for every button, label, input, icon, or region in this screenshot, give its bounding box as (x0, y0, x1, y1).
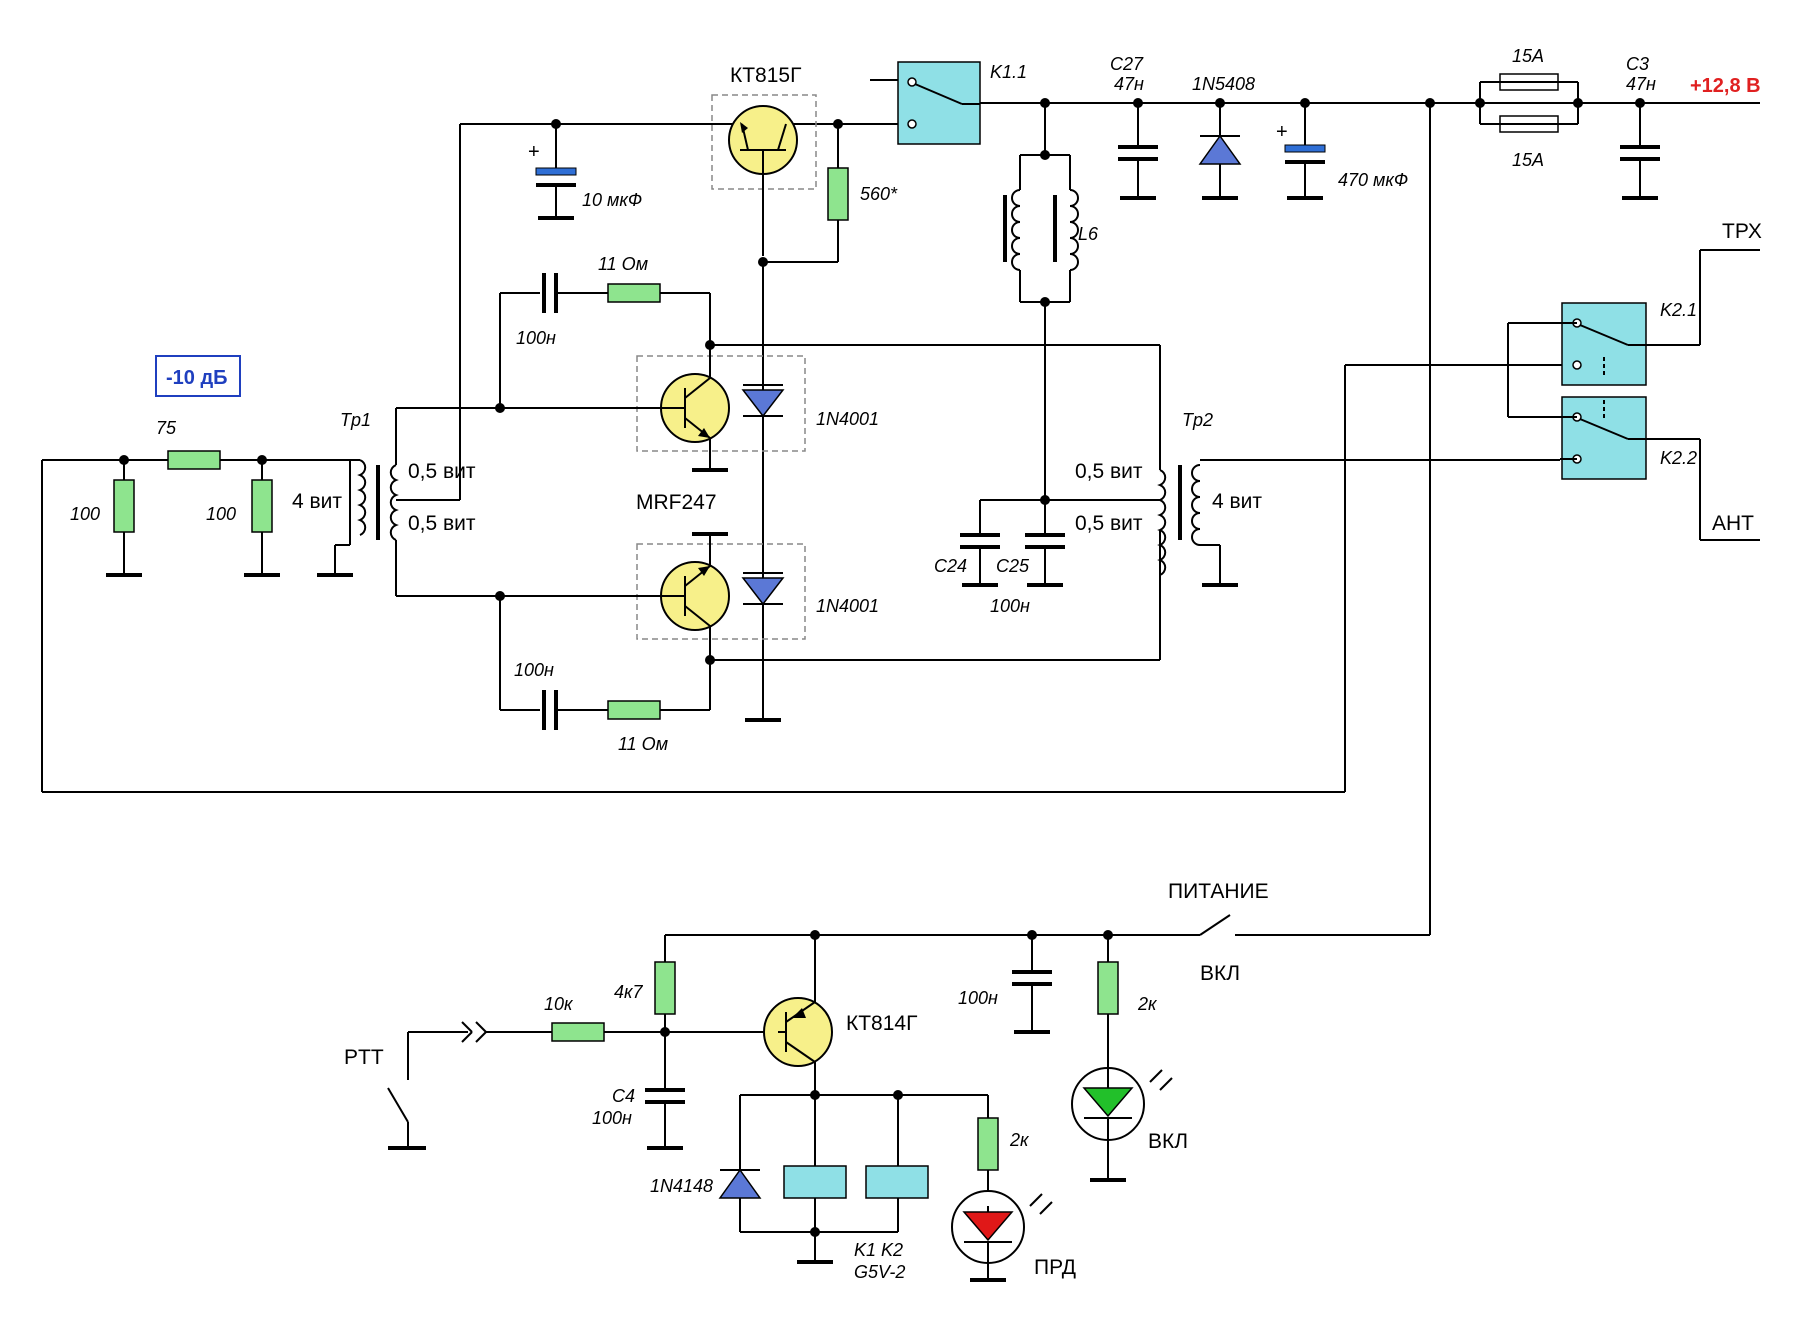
tp1-sec1-label: 0,5 вит (408, 460, 476, 483)
kt815-label: КТ815Г (730, 64, 801, 87)
tp2-label: Tp2 (1182, 410, 1213, 430)
fuse-2-label: 15А (1512, 150, 1544, 170)
ptt-label: PTT (344, 1046, 384, 1069)
tp1-prim-label: 4 вит (292, 490, 342, 513)
capacitor-c3: C3 47н +12,8 В (1620, 54, 1761, 200)
power-label: ПИТАНИЕ (1168, 880, 1269, 903)
power-switch: ПИТАНИЕ ВКЛ (665, 880, 1430, 985)
c100-power-label: 100н (958, 988, 998, 1008)
kt814-label: КТ814Г (846, 1012, 917, 1035)
capacitor-470uf: + 470 мкФ (1276, 98, 1408, 200)
transformer-tp2: 0,5 вит 0,5 вит 4 вит Tp2 (1075, 410, 1560, 587)
c24-c25-value: 100н (990, 596, 1030, 616)
ptt-input: PTT 10к (344, 994, 778, 1150)
tp2-prim2-label: 0,5 вит (1075, 512, 1143, 535)
relay-k1-1: K1.1 (897, 61, 1027, 145)
relay-k2: K2.1 K2.2 ТРХ АНТ (1507, 220, 1762, 541)
transistor-mrf247-upper: 1N4001 (495, 340, 879, 472)
capacitor-c27: C27 47н (1110, 54, 1158, 200)
r11-lower-label: 11 Ом (618, 734, 668, 754)
r75-label: 75 (156, 418, 177, 438)
attenuator-label: -10 дБ (166, 367, 228, 389)
relay-coils: 1N4148 K1 K2 G5V-2 (650, 1090, 988, 1282)
attenuator: -10 дБ 75 100 100 (42, 355, 350, 577)
tp2-sec-label: 4 вит (1212, 490, 1262, 513)
relay-model-label: G5V-2 (854, 1262, 905, 1282)
k21-label: K2.1 (1660, 300, 1697, 320)
fuse-1-label: 15А (1512, 46, 1544, 66)
power-on-label: ВКЛ (1200, 962, 1240, 985)
r2k-tx-label: 2к (1009, 1130, 1030, 1150)
capacitor-470uf-label: 470 мкФ (1338, 170, 1408, 190)
l6-label: L6 (1078, 224, 1099, 244)
svg-text:+: + (528, 141, 540, 163)
tp2-prim1-label: 0,5 вит (1075, 460, 1143, 483)
r10k-label: 10к (544, 994, 574, 1014)
led-tx: 2к ПРД (951, 1095, 1076, 1282)
k11-label: K1.1 (990, 62, 1027, 82)
r100-right-label: 100 (206, 504, 236, 524)
transistor-mrf247-lower: 1N4001 MRF247 (495, 491, 879, 665)
r11-upper-label: 11 Ом (598, 254, 648, 274)
resistor-4k7: 4к7 (614, 935, 676, 1037)
led-on: 2к ВКЛ (1071, 935, 1188, 1182)
supply-voltage-label: +12,8 В (1690, 75, 1761, 97)
c100-upper-label: 100н (516, 328, 556, 348)
r100-left-label: 100 (70, 504, 100, 524)
ant-label: АНТ (1712, 512, 1754, 535)
c3-label: C3 (1626, 54, 1649, 74)
r4k7-label: 4к7 (614, 982, 644, 1002)
transistor-kt814: КТ814Г (763, 935, 917, 1095)
c27-label: C27 (1110, 54, 1144, 74)
tp1-label: Tp1 (340, 410, 371, 430)
bypass-wire (41, 364, 1566, 793)
mrf247-label: MRF247 (636, 491, 717, 514)
d1n4148-label: 1N4148 (650, 1176, 713, 1196)
c3-value: 47н (1626, 74, 1656, 94)
collector-lines (710, 344, 1161, 661)
k22-label: K2.2 (1660, 448, 1697, 468)
capacitor-power: 100н (958, 935, 1052, 1034)
d1n4001-lower-label: 1N4001 (816, 596, 879, 616)
diode-1n5408: 1N5408 (1192, 74, 1255, 200)
resistor-560: 560* (758, 124, 898, 267)
inductor-l6: L6 (1003, 98, 1099, 500)
tp1-sec2-label: 0,5 вит (408, 512, 476, 535)
c10uf-label: 10 мкФ (582, 190, 642, 210)
c27-value: 47н (1114, 74, 1144, 94)
capacitor-c4: C4 100н (592, 1032, 685, 1150)
trx-label: ТРХ (1722, 220, 1762, 243)
transistor-kt815: КТ815Г (711, 64, 843, 256)
feedback-lower: 100н 11 Ом (499, 596, 711, 754)
d1n4001-upper-label: 1N4001 (816, 409, 879, 429)
fuses: 15А 15А (1425, 46, 1583, 170)
c4-label: C4 (612, 1086, 635, 1106)
diode-1n5408-label: 1N5408 (1192, 74, 1255, 94)
r560-label: 560* (860, 184, 898, 204)
transformer-tp1: 0,5 вит 0,5 вит 4 вит Tp1 (292, 407, 500, 597)
capacitor-10uf: + 10 мкФ (528, 119, 642, 220)
led-on-label: ВКЛ (1148, 1130, 1188, 1153)
r2k-on-label: 2к (1137, 994, 1158, 1014)
c4-value: 100н (592, 1108, 632, 1128)
capacitors-c24-c25: C24 C25 100н (934, 495, 1160, 616)
led-tx-label: ПРД (1034, 1256, 1076, 1279)
c25-label: C25 (996, 556, 1030, 576)
coils-label: K1 K2 (854, 1240, 903, 1260)
feedback-upper: 11 Ом 100н (499, 254, 711, 408)
c24-label: C24 (934, 556, 967, 576)
bias-line (745, 262, 781, 722)
c100-lower-label: 100н (514, 660, 554, 680)
power-rail (459, 79, 1760, 935)
svg-text:+: + (1276, 121, 1288, 143)
